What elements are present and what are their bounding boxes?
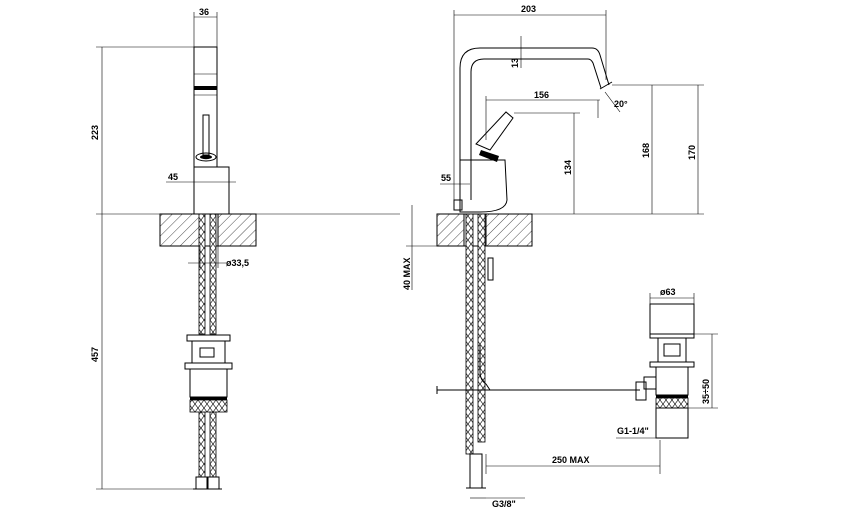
dim-hole: ø33,5 <box>226 258 249 268</box>
dim-20deg: 20° <box>614 99 628 109</box>
dim-457: 457 <box>90 347 100 362</box>
front-lever <box>202 114 210 156</box>
front-band <box>194 86 217 90</box>
dim-156: 156 <box>534 90 549 100</box>
waste-plug <box>649 303 695 335</box>
dim-55: 55 <box>441 173 451 183</box>
side-base <box>459 159 508 213</box>
dim-36: 36 <box>199 7 209 17</box>
dim-168: 168 <box>641 143 651 158</box>
dim-45: 45 <box>168 172 178 182</box>
dim-134: 134 <box>563 160 573 175</box>
dim-g38: G3/8" <box>492 499 516 509</box>
dim-63: ø63 <box>660 287 676 297</box>
front-base <box>193 166 230 215</box>
dim-40max: 40 MAX <box>402 257 412 290</box>
side-spout-outer <box>459 47 610 200</box>
waste-detail: ø63 35÷50 G1-1/4" <box>616 287 718 439</box>
dim-170: 170 <box>687 145 697 160</box>
dim-35-50: 35÷50 <box>701 379 711 404</box>
dim-223: 223 <box>90 125 100 140</box>
side-view: 203 13 156 20° 55 134 168 170 40 MAX 250… <box>402 4 704 509</box>
front-hose-right <box>209 213 217 335</box>
front-view: 36 223 457 45 ø33,5 <box>90 7 400 490</box>
front-body <box>193 46 218 168</box>
dim-250max: 250 MAX <box>552 455 590 465</box>
front-hose-left <box>198 213 206 335</box>
dim-13: 13 <box>510 58 520 68</box>
side-lever <box>475 111 514 151</box>
side-hose <box>465 213 474 455</box>
dim-g114: G1-1/4" <box>617 426 649 436</box>
dim-203: 203 <box>521 4 536 14</box>
front-waste-flange <box>186 334 231 342</box>
